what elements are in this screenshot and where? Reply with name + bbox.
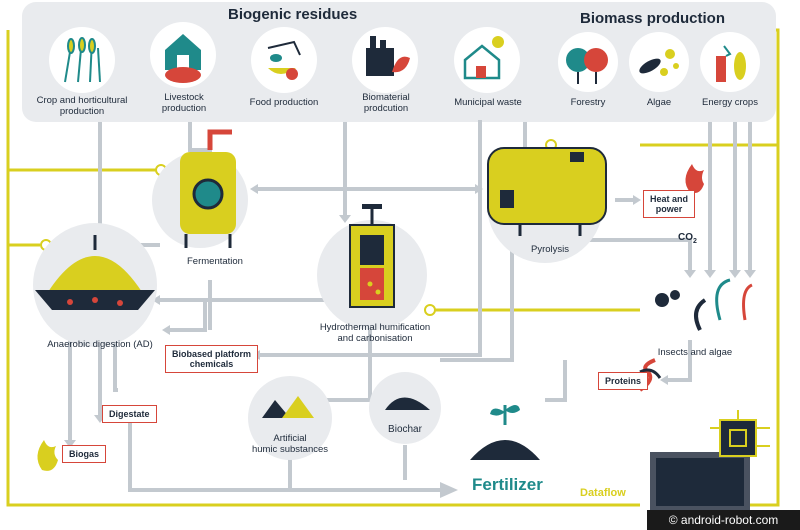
biobased-line1: Biobased platform <box>172 349 252 359</box>
biomass-production-header: Biomass production <box>580 10 726 27</box>
dataflow-label: Dataflow <box>580 487 626 499</box>
hydrothermal-label-line1: Hydrothermal humification <box>319 322 431 333</box>
biogas-label: Biogas <box>69 449 100 459</box>
flow-lines <box>68 120 752 492</box>
proteins-box: Proteins <box>598 372 649 390</box>
co2-subscript: 2 <box>693 238 697 245</box>
artificial-humic-label-line2: humic substances <box>251 444 329 455</box>
source-label-municipal: Municipal waste <box>454 97 522 108</box>
biobased-chemicals-box: Biobased platform chemicals <box>165 345 259 373</box>
flame-icon <box>685 164 704 193</box>
biochar-label: Biochar <box>388 424 422 435</box>
proteins-label: Proteins <box>605 376 642 386</box>
biochar-pile-icon <box>385 397 430 410</box>
house-sun-icon <box>463 36 504 80</box>
insects-algae-label: Insects and algae <box>657 347 733 358</box>
source-label-crop: Crop and horticultural production <box>36 95 128 117</box>
digestate-box: Digestate <box>102 405 157 423</box>
fertilizer-label: Fertilizer <box>472 475 543 494</box>
source-label-algae: Algae <box>646 97 672 108</box>
algae-icon <box>639 49 679 76</box>
source-icon-circles <box>49 22 760 93</box>
heat-power-line2: power <box>655 204 683 214</box>
fertilizer-icon <box>470 405 540 460</box>
heat-power-line1: Heat and <box>650 194 689 204</box>
biobased-line2: chemicals <box>189 359 234 369</box>
pyrolysis-tank-icon <box>487 147 607 236</box>
factory-leaf-icon <box>366 36 410 76</box>
digester-dome-icon <box>35 235 155 310</box>
fermentation-label: Fermentation <box>187 256 243 267</box>
heat-power-box: Heat and power <box>643 190 696 218</box>
source-label-food: Food production <box>249 97 319 108</box>
fermenter-icon <box>180 129 236 248</box>
biogas-flame-icon <box>37 440 58 471</box>
biogas-box: Biogas <box>62 445 107 463</box>
humic-piles-icon <box>262 396 314 418</box>
energy-crops-icon <box>716 45 746 82</box>
food-waste-icon <box>267 40 301 80</box>
trees-icon <box>566 48 608 84</box>
insects-algae-icon <box>655 278 753 331</box>
source-label-livestock: Livestock production <box>161 92 207 114</box>
pyrolysis-label: Pyrolysis <box>530 244 569 255</box>
hydrothermal-reactor-icon <box>349 204 395 308</box>
co2-text: CO <box>678 232 693 243</box>
wheat-icon <box>64 37 101 83</box>
watermark: © android-robot.com <box>647 510 800 530</box>
source-label-forestry: Forestry <box>570 97 606 108</box>
hydrothermal-label-line2: and carbonisation <box>337 333 413 344</box>
biogenic-residues-header: Biogenic residues <box>228 6 358 23</box>
co2-label: CO2 <box>678 232 697 245</box>
barn-pig-icon <box>165 34 201 83</box>
artificial-humic-label-line1: Artificial <box>273 433 307 444</box>
computer-chip-icon <box>650 410 770 512</box>
digestate-label: Digestate <box>109 409 150 419</box>
source-label-energy-crops: Energy crops <box>702 97 758 108</box>
source-label-biomaterial: Biomaterial prodcution <box>362 92 410 114</box>
anaerobic-digestion-label: Anaerobic digestion (AD) <box>47 339 153 350</box>
